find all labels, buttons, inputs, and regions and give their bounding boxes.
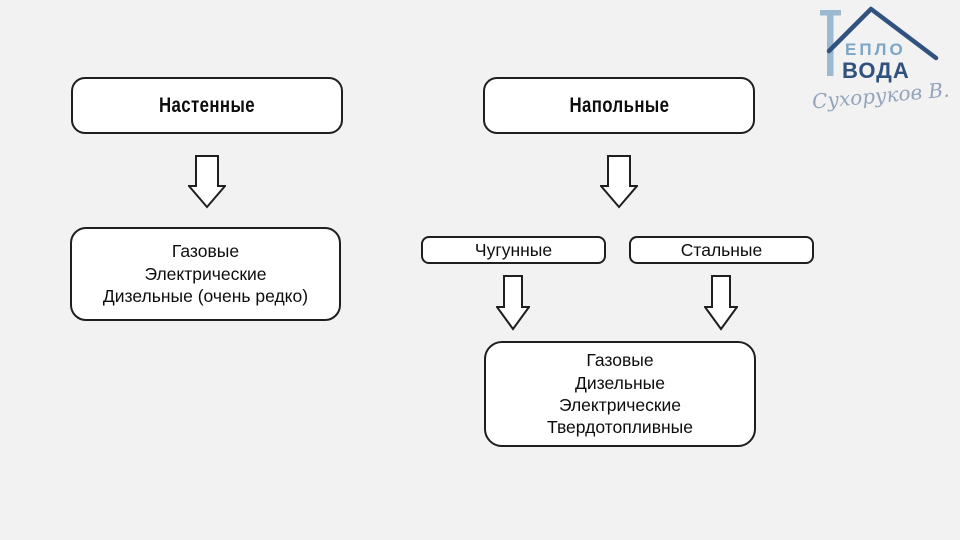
box-steel: Стальные [629, 236, 814, 264]
floor-type-item: Электрические [558, 395, 682, 415]
logo-signature: Сухоруков В. [811, 78, 950, 114]
down-arrow-icon [600, 155, 638, 209]
down-arrow-icon [496, 275, 530, 331]
floor-type-item: Твердотопливные [547, 417, 693, 438]
chimney-t-icon [820, 10, 841, 76]
box-wall-types: Газовые Электрические Дизельные (очень р… [70, 227, 341, 321]
box-wall-mounted-label: Настенные [158, 93, 255, 117]
box-cast-iron-label: Чугунные [474, 239, 553, 260]
wall-type-item: Дизельные (очень редко) [102, 286, 309, 307]
house-roof-icon [826, 6, 939, 61]
box-wall-mounted: Настенные [71, 77, 343, 134]
teplovoda-logo: ЕПЛО ВОДА Сухоруков В. [811, 6, 950, 114]
logo-brand-bottom: ВОДА [842, 58, 910, 83]
down-arrow-icon [188, 155, 226, 209]
floor-type-item: Газовые [586, 350, 654, 371]
wall-type-item: Газовые [171, 241, 240, 262]
box-cast-iron: Чугунные [421, 236, 606, 264]
box-floor-standing-label: Напольные [569, 93, 669, 117]
box-floor-types: Газовые Дизельные Электрические Твердото… [484, 341, 756, 447]
box-steel-label: Стальные [680, 239, 763, 260]
floor-type-item: Дизельные [575, 372, 665, 393]
wall-type-item: Электрические [144, 263, 267, 284]
down-arrow-icon [704, 275, 738, 331]
logo-brand-top: ЕПЛО [845, 40, 906, 59]
box-floor-standing: Напольные [483, 77, 755, 134]
